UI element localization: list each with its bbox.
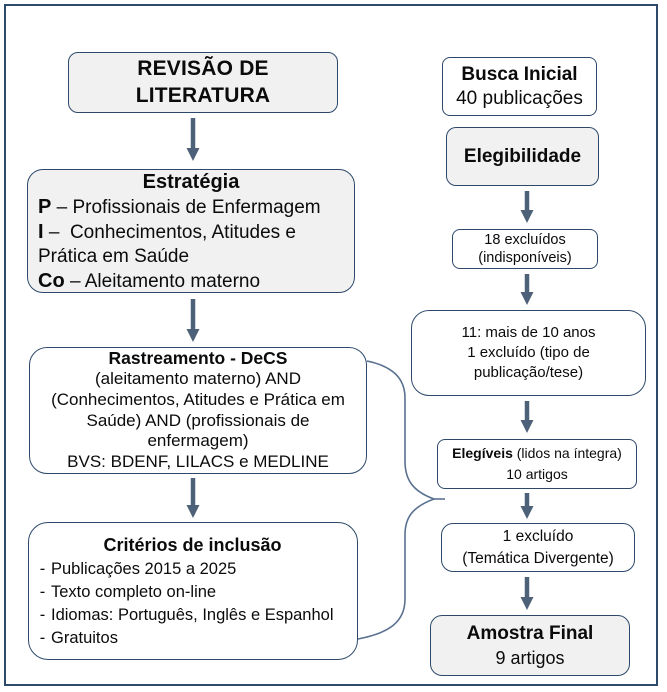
elegiveis-count: 10 artigos (506, 466, 568, 482)
excluidos11-line: publicação/tese) (473, 364, 584, 381)
rastreamento-line: Saúde) AND (profissionais de (86, 410, 310, 430)
estrategia-item-p: P – Profissionais de Enfermagem (38, 195, 321, 218)
amostra-final-title: Amostra Final (466, 622, 594, 644)
outer-border (4, 4, 658, 686)
estrategia-title: Estratégia (142, 170, 240, 193)
revisao-title: REVISÃO DE LITERATURA (135, 57, 271, 107)
criterios-title: Critérios de inclusão (103, 535, 282, 555)
box-amostra-final: Amostra Final 9 artigos (430, 615, 630, 676)
criterios-item: -Texto completo on-line (34, 581, 351, 604)
elegibilidade-label: Elegibilidade (463, 145, 582, 167)
busca-inicial-title: Busca Inicial (461, 63, 578, 85)
bullet-dash: - (39, 629, 46, 647)
box-criterios-de-inclusao: Critérios de inclusão -Publicações 2015 … (28, 522, 358, 660)
rastreamento-line: BVS: BDENF, LILACS e MEDLINE (67, 452, 329, 472)
criterios-item: -Gratuitos (34, 627, 351, 650)
bullet-dash: - (39, 606, 46, 624)
excluidos18-line: 18 excluídos (484, 232, 566, 248)
box-estrategia: Estratégia P – Profissionais de Enfermag… (27, 169, 355, 293)
box-elegibilidade: Elegibilidade (446, 127, 599, 186)
elegiveis-line: Elegíveis (lidos na íntegra) (452, 445, 622, 461)
box-elegiveis: Elegíveis (lidos na íntegra) 10 artigos (437, 439, 637, 489)
rastreamento-line: (Conhecimentos, Atitudes e Prática em (51, 389, 345, 409)
excluidos18-line: (indisponíveis) (478, 250, 572, 266)
bullet-dash: - (39, 560, 46, 578)
criterios-item: -Idiomas: Português, Inglês e Espanhol (34, 604, 351, 627)
criterios-item: -Publicações 2015 a 2025 (34, 558, 351, 581)
estrategia-item-i: I – Conhecimentos, Atitudes e Prática em… (38, 220, 302, 267)
bullet-dash: - (39, 583, 46, 601)
excluido1-line: 1 excluído (502, 527, 574, 545)
estrategia-item-co: Co – Aleitamento materno (38, 269, 261, 292)
excluido1-line: (Temática Divergente) (462, 549, 614, 567)
amostra-final-count: 9 artigos (495, 647, 565, 668)
excluidos11-line: 11: mais de 10 anos (461, 324, 596, 341)
rastreamento-line: (aleitamento materno) AND (95, 368, 301, 388)
box-11-mais-de-10-anos: 11: mais de 10 anos 1 excluído (tipo de … (411, 310, 646, 396)
busca-inicial-count: 40 publicações (456, 87, 583, 109)
rastreamento-line: enfermagem) (147, 431, 249, 451)
box-rastreamento-decs: Rastreamento - DeCS (aleitamento materno… (29, 347, 367, 474)
box-18-excluidos: 18 excluídos (indisponíveis) (452, 229, 598, 269)
excluidos11-line: 1 excluído (tipo de (467, 344, 590, 361)
box-busca-inicial: Busca Inicial 40 publicações (442, 57, 597, 116)
brace-connector (357, 360, 437, 640)
box-revisao-de-literatura: REVISÃO DE LITERATURA (68, 52, 338, 113)
box-1-excluido: 1 excluído (Temática Divergente) (441, 523, 635, 572)
rastreamento-title: Rastreamento - DeCS (108, 348, 288, 369)
